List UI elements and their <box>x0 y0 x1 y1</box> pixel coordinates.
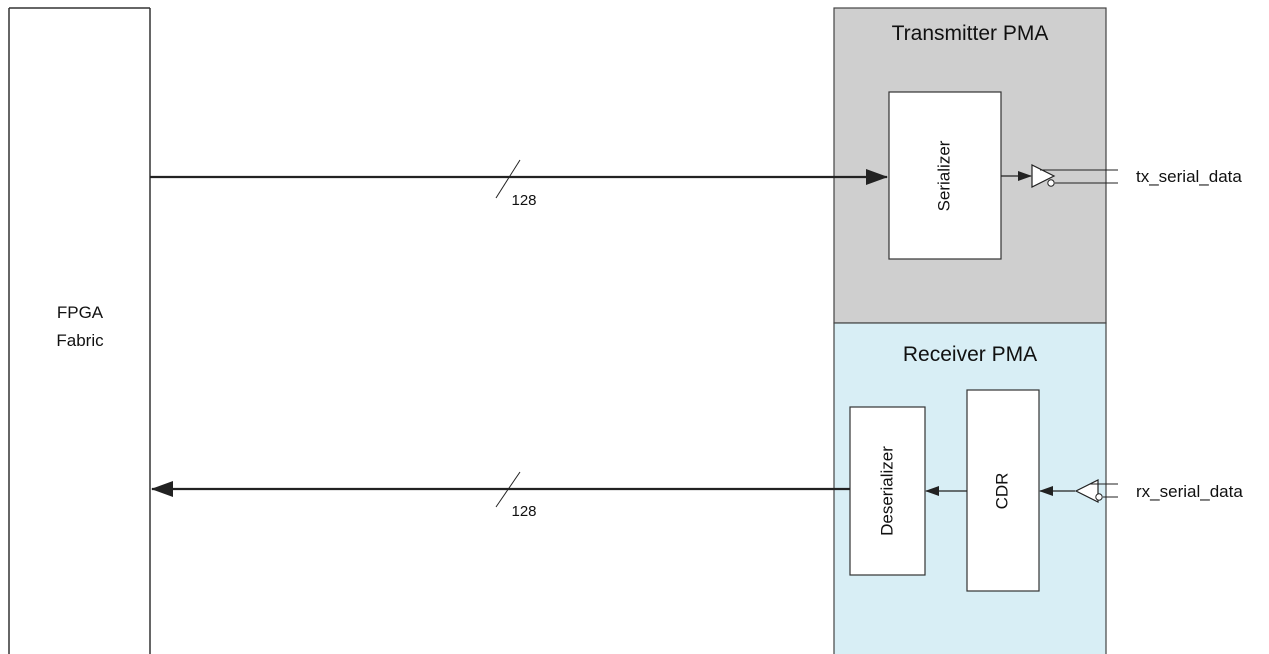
deserializer-block <box>849 406 926 576</box>
rx-bus-width-label: 128 <box>511 503 536 520</box>
serializer-block <box>888 91 1002 260</box>
tx-inverter-bubble-icon <box>1047 179 1055 187</box>
fpga-fabric-label-line2: Fabric <box>56 331 104 350</box>
rx-input-path: rx_serial_data <box>1039 479 1243 503</box>
receiver-pma-block: Receiver PMA Deserializer CDR <box>833 322 1107 654</box>
deserializer-label: Deserializer <box>877 446 896 536</box>
serializer-label: Serializer <box>934 140 953 211</box>
tx-bus-width-slash <box>495 159 521 199</box>
tx-bus-width-label: 128 <box>511 192 536 209</box>
receiver-pma-title: Receiver PMA <box>903 343 1037 366</box>
rx-bus-connector: 128 <box>151 471 850 520</box>
fpga-fabric-block: FPGA Fabric <box>8 7 151 654</box>
tx-output-path: tx_serial_data <box>1001 164 1242 188</box>
transmitter-pma-block: Transmitter PMA Serializer <box>833 7 1107 324</box>
tx-serial-data-label: tx_serial_data <box>1136 167 1242 186</box>
rx-bus-width-slash <box>495 471 521 508</box>
rx-serial-data-label: rx_serial_data <box>1136 482 1243 501</box>
rx-input-buffer-icon <box>1074 479 1099 503</box>
transmitter-pma-title: Transmitter PMA <box>892 22 1049 45</box>
rx-inverter-bubble-icon <box>1095 493 1103 501</box>
tx-bus-connector: 128 <box>150 159 888 209</box>
fpga-fabric-label-line1: FPGA <box>57 303 104 322</box>
cdr-label: CDR <box>992 473 1011 510</box>
